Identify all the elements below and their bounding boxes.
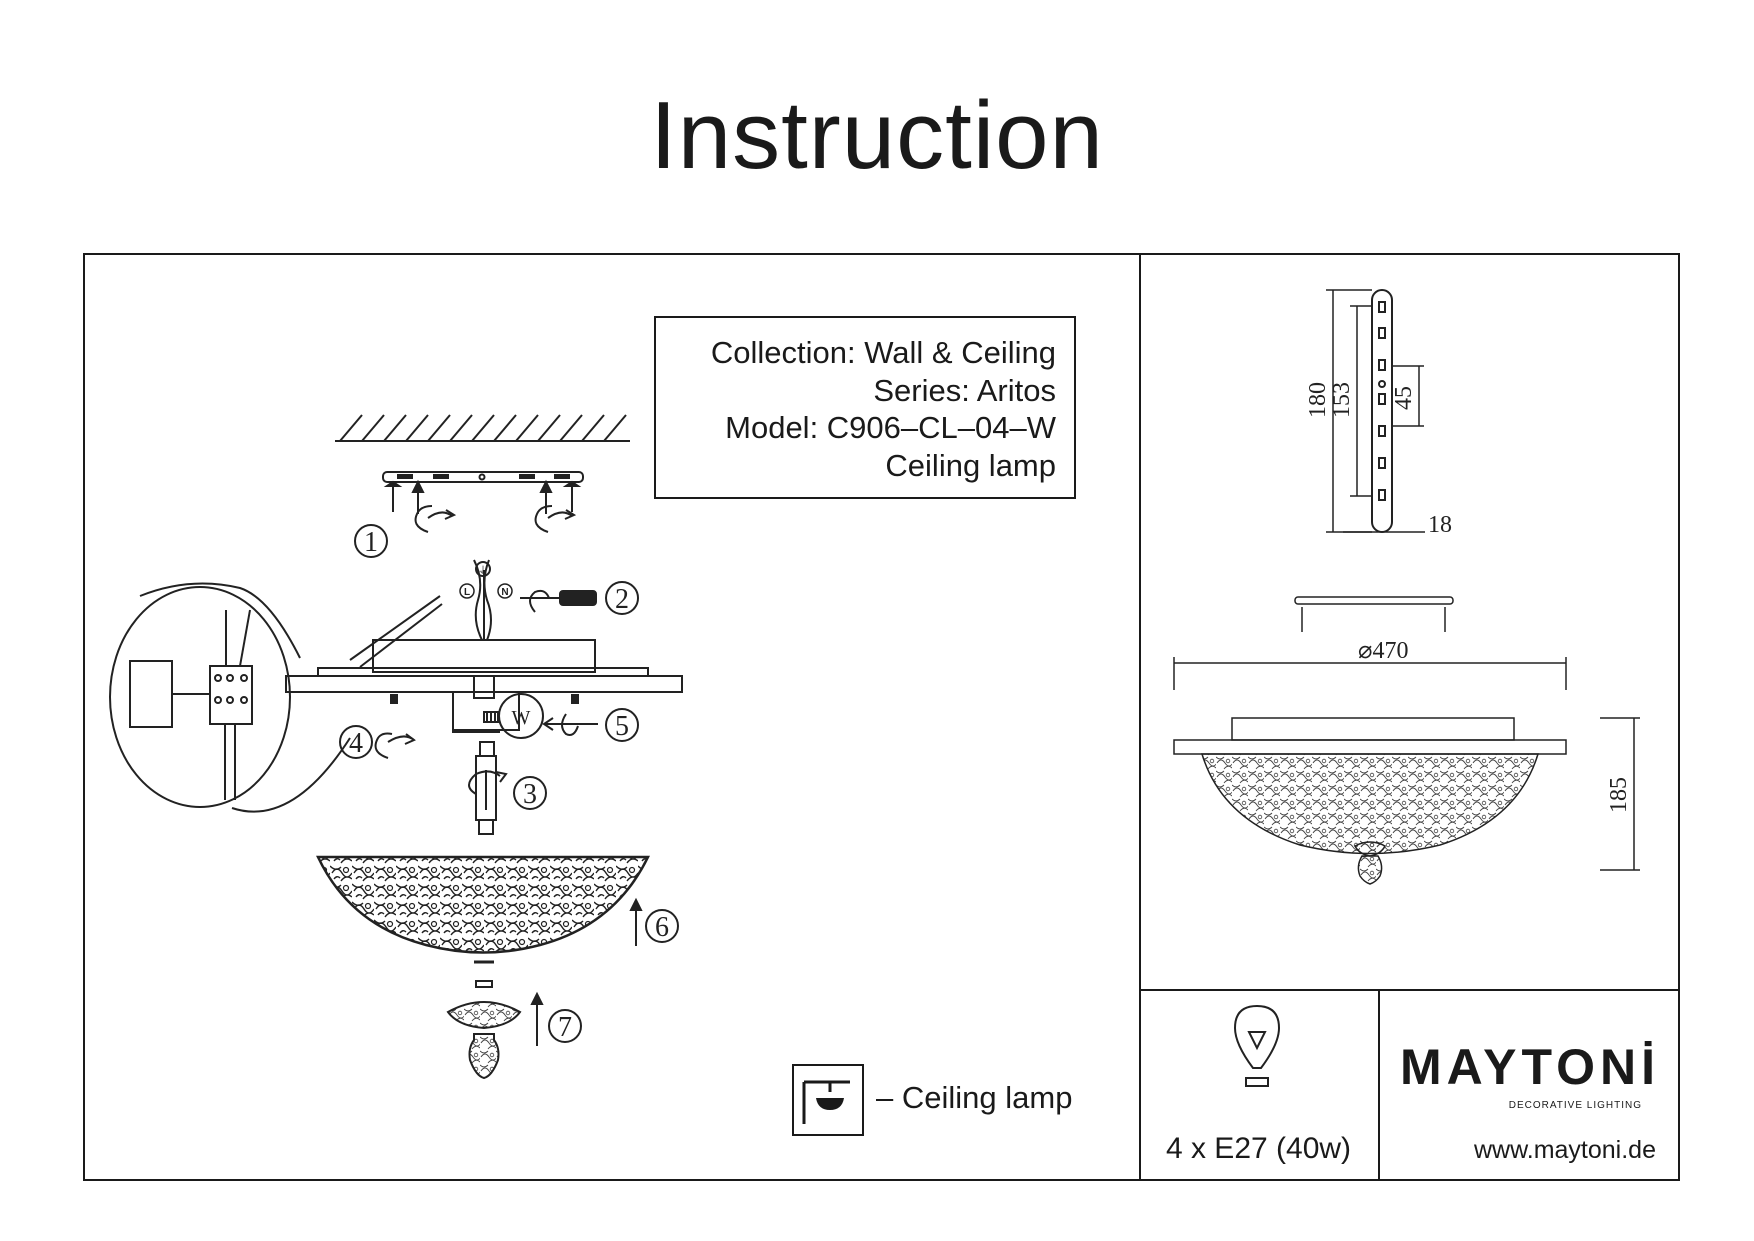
step-5-label: 5: [615, 711, 629, 742]
model-label: Model: C906–CL–04–W: [725, 410, 1056, 445]
assembled-finial-knob: [1357, 855, 1383, 885]
assembled-shade: [1200, 753, 1540, 855]
ceiling-lamp-icon: [792, 1064, 864, 1136]
socket-assembly: [452, 675, 520, 733]
bulb-letter: W: [512, 707, 531, 729]
rotate-arrow-4: [374, 732, 416, 759]
up-arrow-7: [530, 991, 544, 1046]
legend-label: – Ceiling lamp: [876, 1080, 1073, 1115]
rotate-arrow-5: [542, 713, 598, 736]
rotate-arrow-1: [414, 505, 577, 533]
bracket-dimension-lines: [1326, 289, 1425, 533]
brand-tagline: DECORATIVE LIGHTING: [1508, 1100, 1642, 1111]
lamp-base-plate: [285, 639, 683, 693]
collection-label: Collection: Wall & Ceiling: [710, 335, 1056, 370]
series-label: Series: Aritos: [873, 372, 1056, 408]
wiring-callout: [109, 582, 443, 813]
earth-label: ⏚: [478, 565, 488, 577]
threaded-rod: [468, 741, 508, 835]
dim-diameter: ⌀470: [1358, 638, 1408, 664]
finial-cup: [446, 1001, 522, 1030]
instruction-frame: [83, 253, 1680, 1181]
product-info-box: Collection: Wall & Ceiling Series: Arito…: [654, 316, 1076, 499]
neutral-label: N: [501, 587, 508, 598]
mounting-bracket: [382, 471, 584, 483]
brand-url[interactable]: www.maytoni.de: [1473, 1136, 1656, 1164]
bulb-spec: 4 x E27 (40w): [1165, 1132, 1352, 1165]
step-1-label: 1: [364, 527, 378, 558]
step-2-label: 2: [615, 584, 629, 615]
live-terminal: [459, 583, 475, 599]
ceiling-screws: [383, 479, 582, 514]
earth-terminal: [475, 561, 491, 577]
page-title: Instruction: [650, 82, 1104, 189]
dim-180: 180: [1305, 382, 1331, 418]
finial-nut: [475, 980, 493, 988]
neutral-terminal: [497, 583, 513, 599]
bulb: [498, 693, 544, 739]
dim-153: 153: [1329, 382, 1355, 418]
lace-shade: [316, 855, 650, 954]
step-7-label: 7: [558, 1012, 572, 1043]
divider-horizontal: [1139, 989, 1680, 991]
step-markers: [339, 524, 679, 1043]
bulb-icon: [1233, 1004, 1281, 1087]
assembled-lamp: [1173, 717, 1567, 755]
step-3-label: 3: [523, 779, 537, 810]
up-arrow-6: [629, 897, 643, 946]
screwdriver-icon: [520, 589, 597, 613]
divider-vertical-footer: [1378, 989, 1380, 1181]
plate-screws: [390, 694, 579, 704]
divider-vertical: [1139, 253, 1141, 1181]
diameter-dimension: [1173, 657, 1567, 690]
live-label: L: [464, 587, 470, 598]
ceiling-hatch: [335, 414, 630, 442]
step-4-label: 4: [349, 728, 363, 759]
type-label: Ceiling lamp: [885, 447, 1056, 483]
bracket-side-view: [1371, 289, 1393, 533]
assembled-bracket: [1294, 596, 1454, 632]
dim-18: 18: [1428, 512, 1452, 538]
supply-wires: [473, 559, 492, 641]
step-6-label: 6: [655, 912, 669, 943]
height-dimension: [1600, 717, 1640, 871]
finial-knob: [468, 1033, 500, 1080]
dim-185: 185: [1606, 777, 1632, 813]
assembled-finial-cup: [1354, 841, 1386, 857]
dim-45: 45: [1391, 386, 1417, 410]
brand-logo: MAYTONİ: [1400, 1039, 1661, 1095]
